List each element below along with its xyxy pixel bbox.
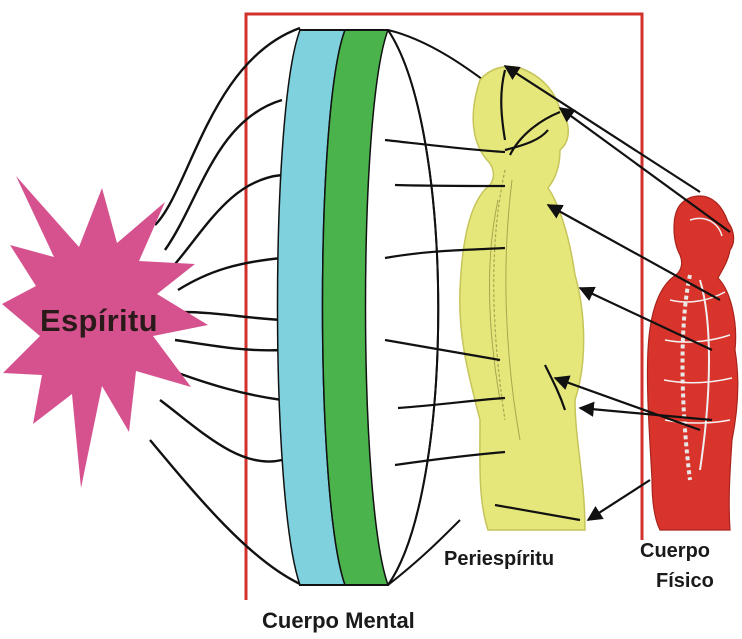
cuerpo-fisico-label-line1: Cuerpo xyxy=(640,540,710,563)
cuerpo-fisico-label-line2: Físico xyxy=(656,570,714,593)
cuerpo-mental-label: Cuerpo Mental xyxy=(262,608,415,634)
physical-body xyxy=(647,196,737,530)
periespiritu-label: Periespíritu xyxy=(444,548,554,571)
mental-body-disc xyxy=(278,30,439,585)
espiritu-label: Espíritu xyxy=(40,303,158,339)
